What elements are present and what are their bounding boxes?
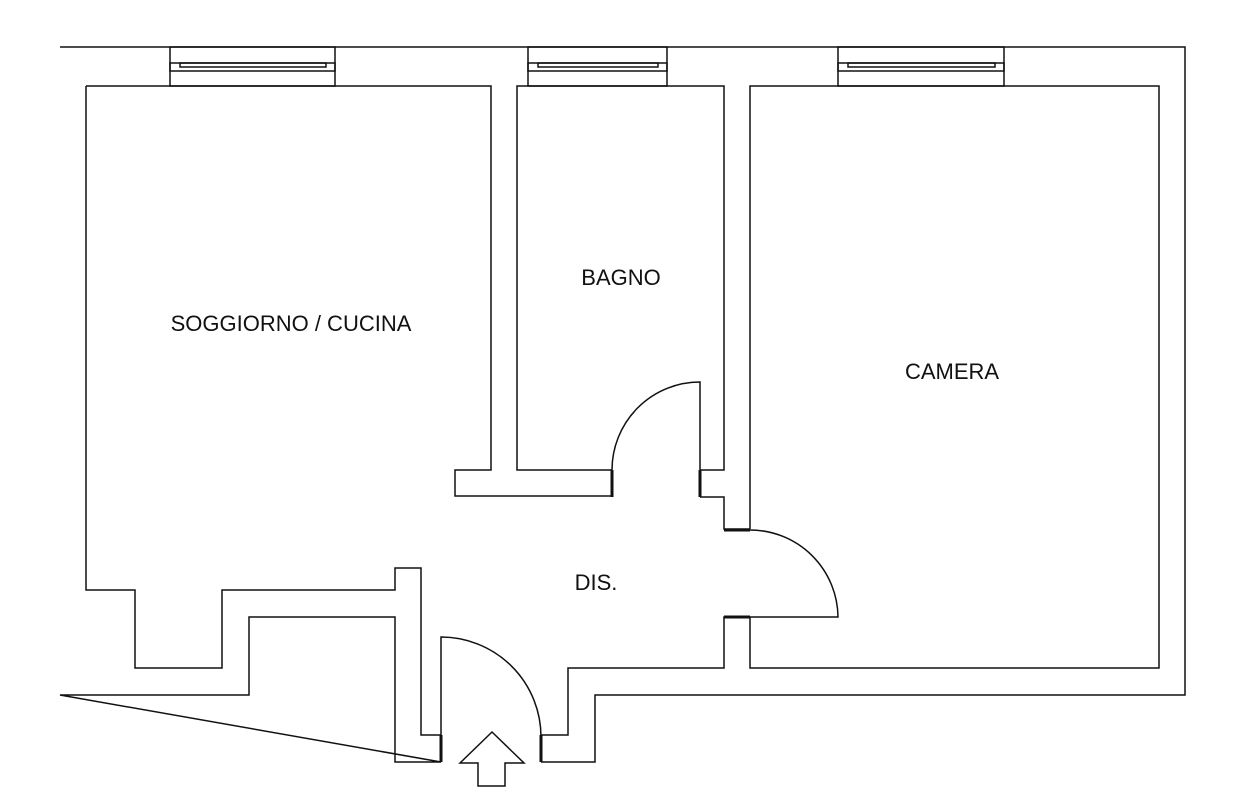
outer-wall (59, 46, 1186, 763)
living-room-wall (85, 85, 750, 736)
bathroom-door-swing-icon[interactable] (611, 381, 701, 471)
window-bedroom-icon (837, 46, 1005, 87)
room-label-hallway: DIS. (575, 570, 618, 595)
window-bathroom-icon (527, 46, 668, 87)
bedroom-door-swing-icon[interactable] (749, 529, 839, 618)
door-jambs (439, 470, 750, 762)
entrance-door-swing-icon[interactable] (440, 636, 542, 738)
room-label-bedroom: CAMERA (905, 359, 999, 384)
window-living-icon (169, 46, 336, 87)
room-label-living-kitchen: SOGGIORNO / CUCINA (171, 311, 412, 336)
room-label-bathroom: BAGNO (581, 265, 660, 290)
entrance-arrow-icon (458, 730, 526, 787)
